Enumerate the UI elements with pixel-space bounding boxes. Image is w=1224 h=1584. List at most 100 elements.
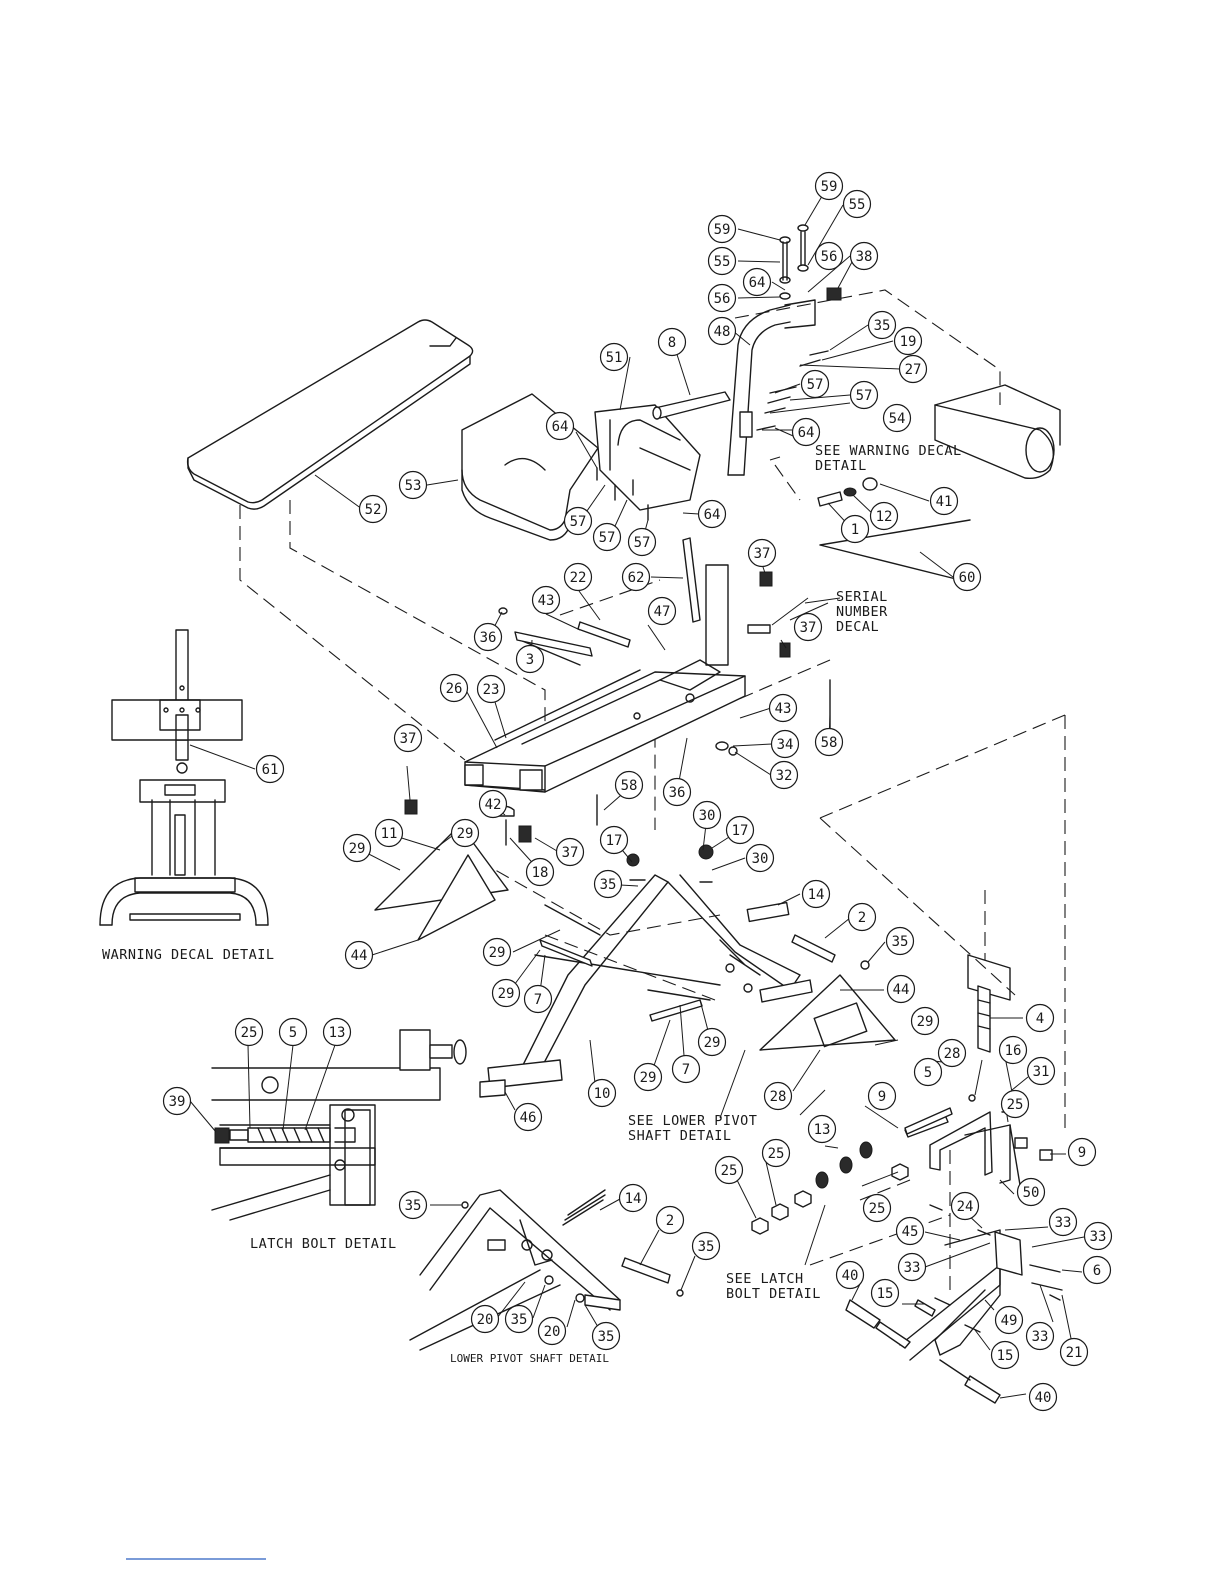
- part-balloon: 10: [587, 1078, 617, 1108]
- title-lower-pivot-shaft-detail: LOWER PIVOT SHAFT DETAIL: [450, 1352, 609, 1365]
- part-number-label: 56: [714, 291, 731, 307]
- balloon-circle: [1000, 1089, 1030, 1119]
- part-number-label: 17: [732, 823, 749, 839]
- part-balloon: 47: [647, 596, 677, 626]
- part-balloon: 64: [545, 411, 575, 441]
- part-balloon: 48: [707, 316, 737, 346]
- note-see-lower-pivot: SEE LOWER PIVOT: [628, 1113, 757, 1129]
- part-balloon: 36: [662, 777, 692, 807]
- balloon-circle: [886, 974, 916, 1004]
- part-balloon: 37: [747, 538, 777, 568]
- part-number-label: 4: [1036, 1011, 1044, 1027]
- part-number-label: 58: [821, 735, 838, 751]
- part-balloon: 6: [1082, 1255, 1112, 1285]
- leg-pad-bracket: [594, 404, 701, 511]
- part-balloon: 27: [898, 354, 928, 384]
- part-balloon: 44: [886, 974, 916, 1004]
- part-balloon: 59: [814, 171, 844, 201]
- pivot-shaft-parts: [746, 901, 870, 970]
- top-fasteners: [596, 224, 842, 521]
- note-bolt-detail: BOLT DETAIL: [726, 1286, 821, 1302]
- part-balloon: 29: [633, 1062, 663, 1092]
- part-number-label: 49: [1001, 1313, 1018, 1329]
- part-number-label: 36: [669, 785, 686, 801]
- part-number-label: 44: [893, 982, 910, 998]
- part-balloon: 22: [563, 562, 593, 592]
- balloon-circle: [793, 612, 823, 642]
- part-balloon: 14: [801, 879, 831, 909]
- part-number-label: 36: [480, 630, 497, 646]
- balloon-circle: [691, 1231, 721, 1261]
- part-balloon: 17: [599, 825, 629, 855]
- part-number-label: 1: [851, 522, 859, 538]
- part-balloon: 25: [1000, 1089, 1030, 1119]
- part-balloon: 21: [1059, 1337, 1089, 1367]
- part-balloon: 1: [840, 514, 870, 544]
- part-number-label: 15: [997, 1348, 1014, 1364]
- part-balloon: 64: [697, 499, 727, 529]
- part-number-label: 15: [877, 1286, 894, 1302]
- part-balloon: 55: [842, 189, 872, 219]
- part-number-label: 35: [598, 1329, 615, 1345]
- part-balloon: 14: [618, 1183, 648, 1213]
- part-balloon: 13: [322, 1017, 352, 1047]
- part-balloon: 7: [523, 984, 553, 1014]
- balloon-circle: [563, 506, 593, 536]
- balloon-circle: [662, 777, 692, 807]
- part-balloon: 26: [439, 673, 469, 703]
- part-number-label: 9: [1078, 1145, 1086, 1161]
- leg-shaft: [652, 391, 731, 420]
- part-number-label: 59: [714, 222, 731, 238]
- part-number-label: 8: [668, 335, 676, 351]
- part-balloon: 34: [770, 729, 800, 759]
- part-number-label: 7: [682, 1062, 690, 1078]
- part-balloon: 37: [555, 837, 585, 867]
- balloon-circle: [537, 1316, 567, 1346]
- part-number-label: 29: [917, 1014, 934, 1030]
- balloon-circle: [478, 789, 508, 819]
- balloon-circle: [867, 1081, 897, 1111]
- part-balloon: 23: [476, 674, 506, 704]
- balloon-circle: [770, 729, 800, 759]
- balloon-circle: [627, 527, 657, 557]
- part-number-label: 30: [752, 851, 769, 867]
- part-number-label: 7: [534, 992, 542, 1008]
- part-balloon: 16: [998, 1035, 1028, 1065]
- part-balloon: 37: [793, 612, 823, 642]
- note-serial: SERIAL: [836, 589, 888, 605]
- title-warning-decal-detail: WARNING DECAL DETAIL: [102, 947, 275, 963]
- balloon-circle: [893, 326, 923, 356]
- balloon-circle: [761, 1138, 791, 1168]
- part-number-label: 35: [511, 1312, 528, 1328]
- part-number-label: 64: [798, 425, 815, 441]
- balloon-circle: [763, 1081, 793, 1111]
- part-balloon: 28: [937, 1038, 967, 1068]
- part-number-label: 33: [1032, 1329, 1049, 1345]
- balloon-circle: [910, 1006, 940, 1036]
- balloon-circle: [1028, 1382, 1058, 1412]
- part-balloon: 51: [599, 342, 629, 372]
- upright-tube: [727, 299, 816, 476]
- latch-springs-nuts: [751, 1107, 953, 1235]
- note-see-latch: SEE LATCH: [726, 1271, 804, 1287]
- part-balloon: 11: [374, 818, 404, 848]
- part-balloon: 8: [657, 327, 687, 357]
- part-balloon: 58: [814, 727, 844, 757]
- balloon-circle: [374, 818, 404, 848]
- balloon-circle: [835, 1260, 865, 1290]
- balloon-circle: [697, 499, 727, 529]
- part-number-label: 2: [858, 910, 866, 926]
- part-balloon: 20: [537, 1316, 567, 1346]
- part-number-label: 43: [775, 701, 792, 717]
- part-balloon: 9: [1067, 1137, 1097, 1167]
- balloon-circle: [657, 327, 687, 357]
- balloon-circle: [342, 833, 372, 863]
- balloon-circle: [234, 1017, 264, 1047]
- part-number-label: 23: [483, 682, 500, 698]
- balloon-circle: [1048, 1207, 1078, 1237]
- balloon-circle: [555, 837, 585, 867]
- balloon-circle: [952, 562, 982, 592]
- part-balloon: 29: [342, 833, 372, 863]
- latch-bolt-detail-view: [211, 1029, 467, 1221]
- part-number-label: 53: [405, 478, 422, 494]
